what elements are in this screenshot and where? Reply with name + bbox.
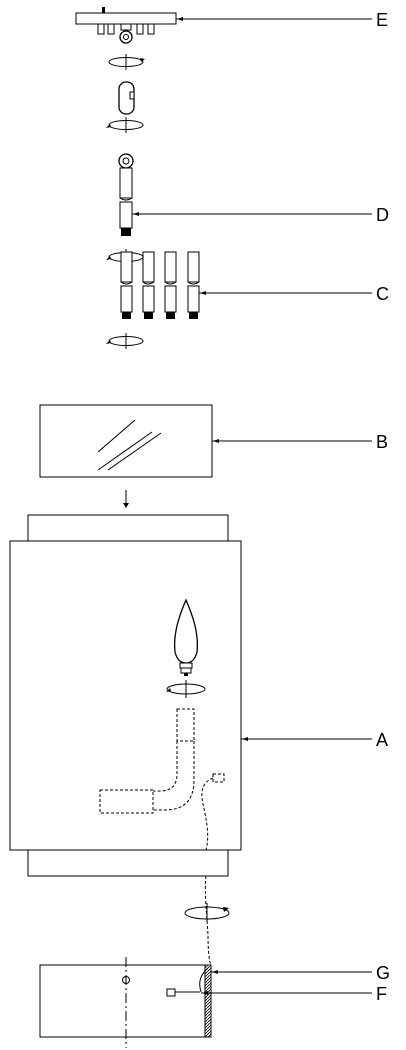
glass-panel-part-b: [39, 404, 213, 478]
backplate-part-g: [204, 964, 212, 1038]
wire-connector-part-f: [166, 967, 209, 997]
label-g: G: [376, 963, 390, 983]
quick-link: [118, 81, 135, 115]
leader-arrowheads: [133, 17, 248, 995]
label-d: D: [376, 205, 389, 225]
label-e: E: [376, 10, 388, 30]
base-box: [39, 957, 212, 1048]
rotate-arrow-icon: [106, 117, 144, 133]
rotate-arrow-icon: [106, 333, 144, 349]
shade-body-part-a: [9, 514, 242, 877]
rotate-arrow-icon: [166, 680, 206, 698]
label-a: A: [376, 730, 388, 750]
canopy-part-e: [75, 7, 177, 44]
bulb: [173, 598, 199, 676]
rotate-arrow-icon: [184, 903, 230, 922]
label-c: C: [376, 284, 389, 304]
label-b: B: [376, 432, 388, 452]
label-f: F: [376, 984, 387, 1004]
insert-arrow-icon: [123, 490, 129, 508]
rotate-arrow-icon: [108, 54, 145, 70]
loop-rod-part-d: [118, 153, 134, 236]
wire: [201, 773, 225, 967]
socket-arm: [99, 708, 195, 814]
extension-rods-part-c: [120, 251, 200, 319]
